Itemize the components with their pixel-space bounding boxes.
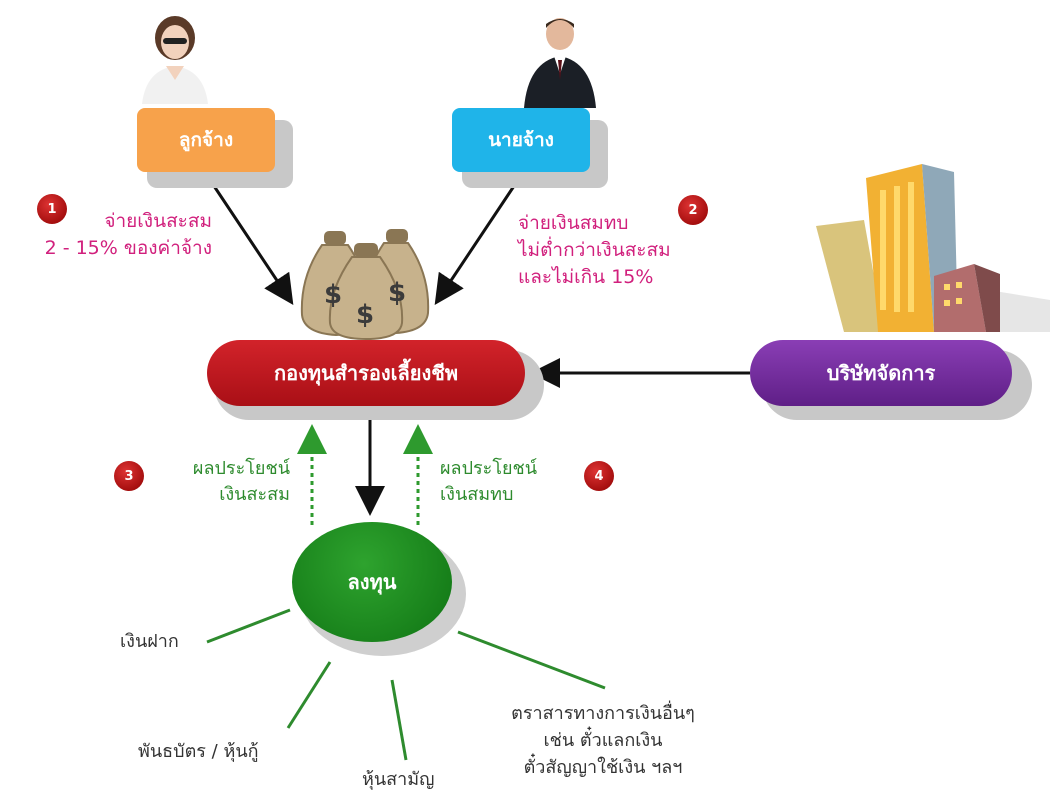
buildings-icon (814, 160, 1050, 332)
svg-text:$: $ (388, 278, 406, 308)
step-4-line-1: ผลประโยชน์ (440, 458, 538, 479)
investment-deposit: เงินฝาก (120, 631, 179, 652)
step-badge-3: 3 (114, 461, 144, 491)
arrow-employer-to-fund (434, 179, 520, 305)
money-bags-icon: $ $ $ (292, 205, 440, 341)
investment-other-line-2: เช่น ตั๋วแลกเงิน (543, 730, 663, 751)
step-1-line-2: 2 - 15% ของค่าจ้าง (44, 237, 212, 259)
step-badge-4: 4 (584, 461, 614, 491)
line-other (457, 630, 606, 690)
arrow-employee-to-fund (208, 179, 294, 305)
step-4-line-2: เงินสมทบ (440, 484, 514, 505)
businessman-avatar-icon (520, 10, 600, 108)
investment-stocks: หุ้นสามัญ (362, 769, 435, 790)
line-deposit (206, 608, 291, 644)
line-stocks (390, 679, 408, 761)
investment-bonds: พันธบัตร / หุ้นกู้ (138, 741, 259, 762)
step-1-label: จ่ายเงินสะสม 2 - 15% ของค่าจ้าง (12, 208, 212, 262)
employer-node: นายจ้าง (452, 108, 590, 172)
woman-avatar-icon (136, 8, 214, 104)
step-2-line-3: และไม่เกิน 15% (518, 266, 654, 288)
step-3-line-1: ผลประโยชน์ (192, 458, 290, 479)
investment-other-line-1: ตราสารทางการเงินอื่นๆ (511, 703, 695, 724)
line-bonds (286, 661, 332, 729)
svg-text:$: $ (324, 280, 342, 310)
invest-node: ลงทุน (292, 522, 452, 642)
step-3-label: ผลประโยชน์ เงินสะสม (160, 456, 290, 508)
employee-node: ลูกจ้าง (137, 108, 275, 172)
step-2-label: จ่ายเงินสมทบ ไม่ต่ำกว่าเงินสะสม และไม่เก… (518, 210, 738, 291)
fund-node: กองทุนสำรองเลี้ยงชีพ (207, 340, 525, 406)
step-2-line-1: จ่ายเงินสมทบ (518, 212, 629, 234)
manager-node: บริษัทจัดการ (750, 340, 1012, 406)
svg-text:$: $ (356, 300, 374, 330)
step-4-label: ผลประโยชน์ เงินสมทบ (440, 456, 580, 508)
step-2-line-2: ไม่ต่ำกว่าเงินสะสม (518, 239, 671, 261)
step-3-line-2: เงินสะสม (219, 484, 290, 505)
investment-other-line-3: ตั๋วสัญญาใช้เงิน ฯลฯ (523, 757, 683, 778)
step-1-line-1: จ่ายเงินสะสม (104, 210, 212, 232)
investment-other: ตราสารทางการเงินอื่นๆ เช่น ตั๋วแลกเงิน ต… (468, 700, 738, 781)
step-badge-2: 2 (678, 195, 708, 225)
step-badge-1: 1 (37, 194, 67, 224)
